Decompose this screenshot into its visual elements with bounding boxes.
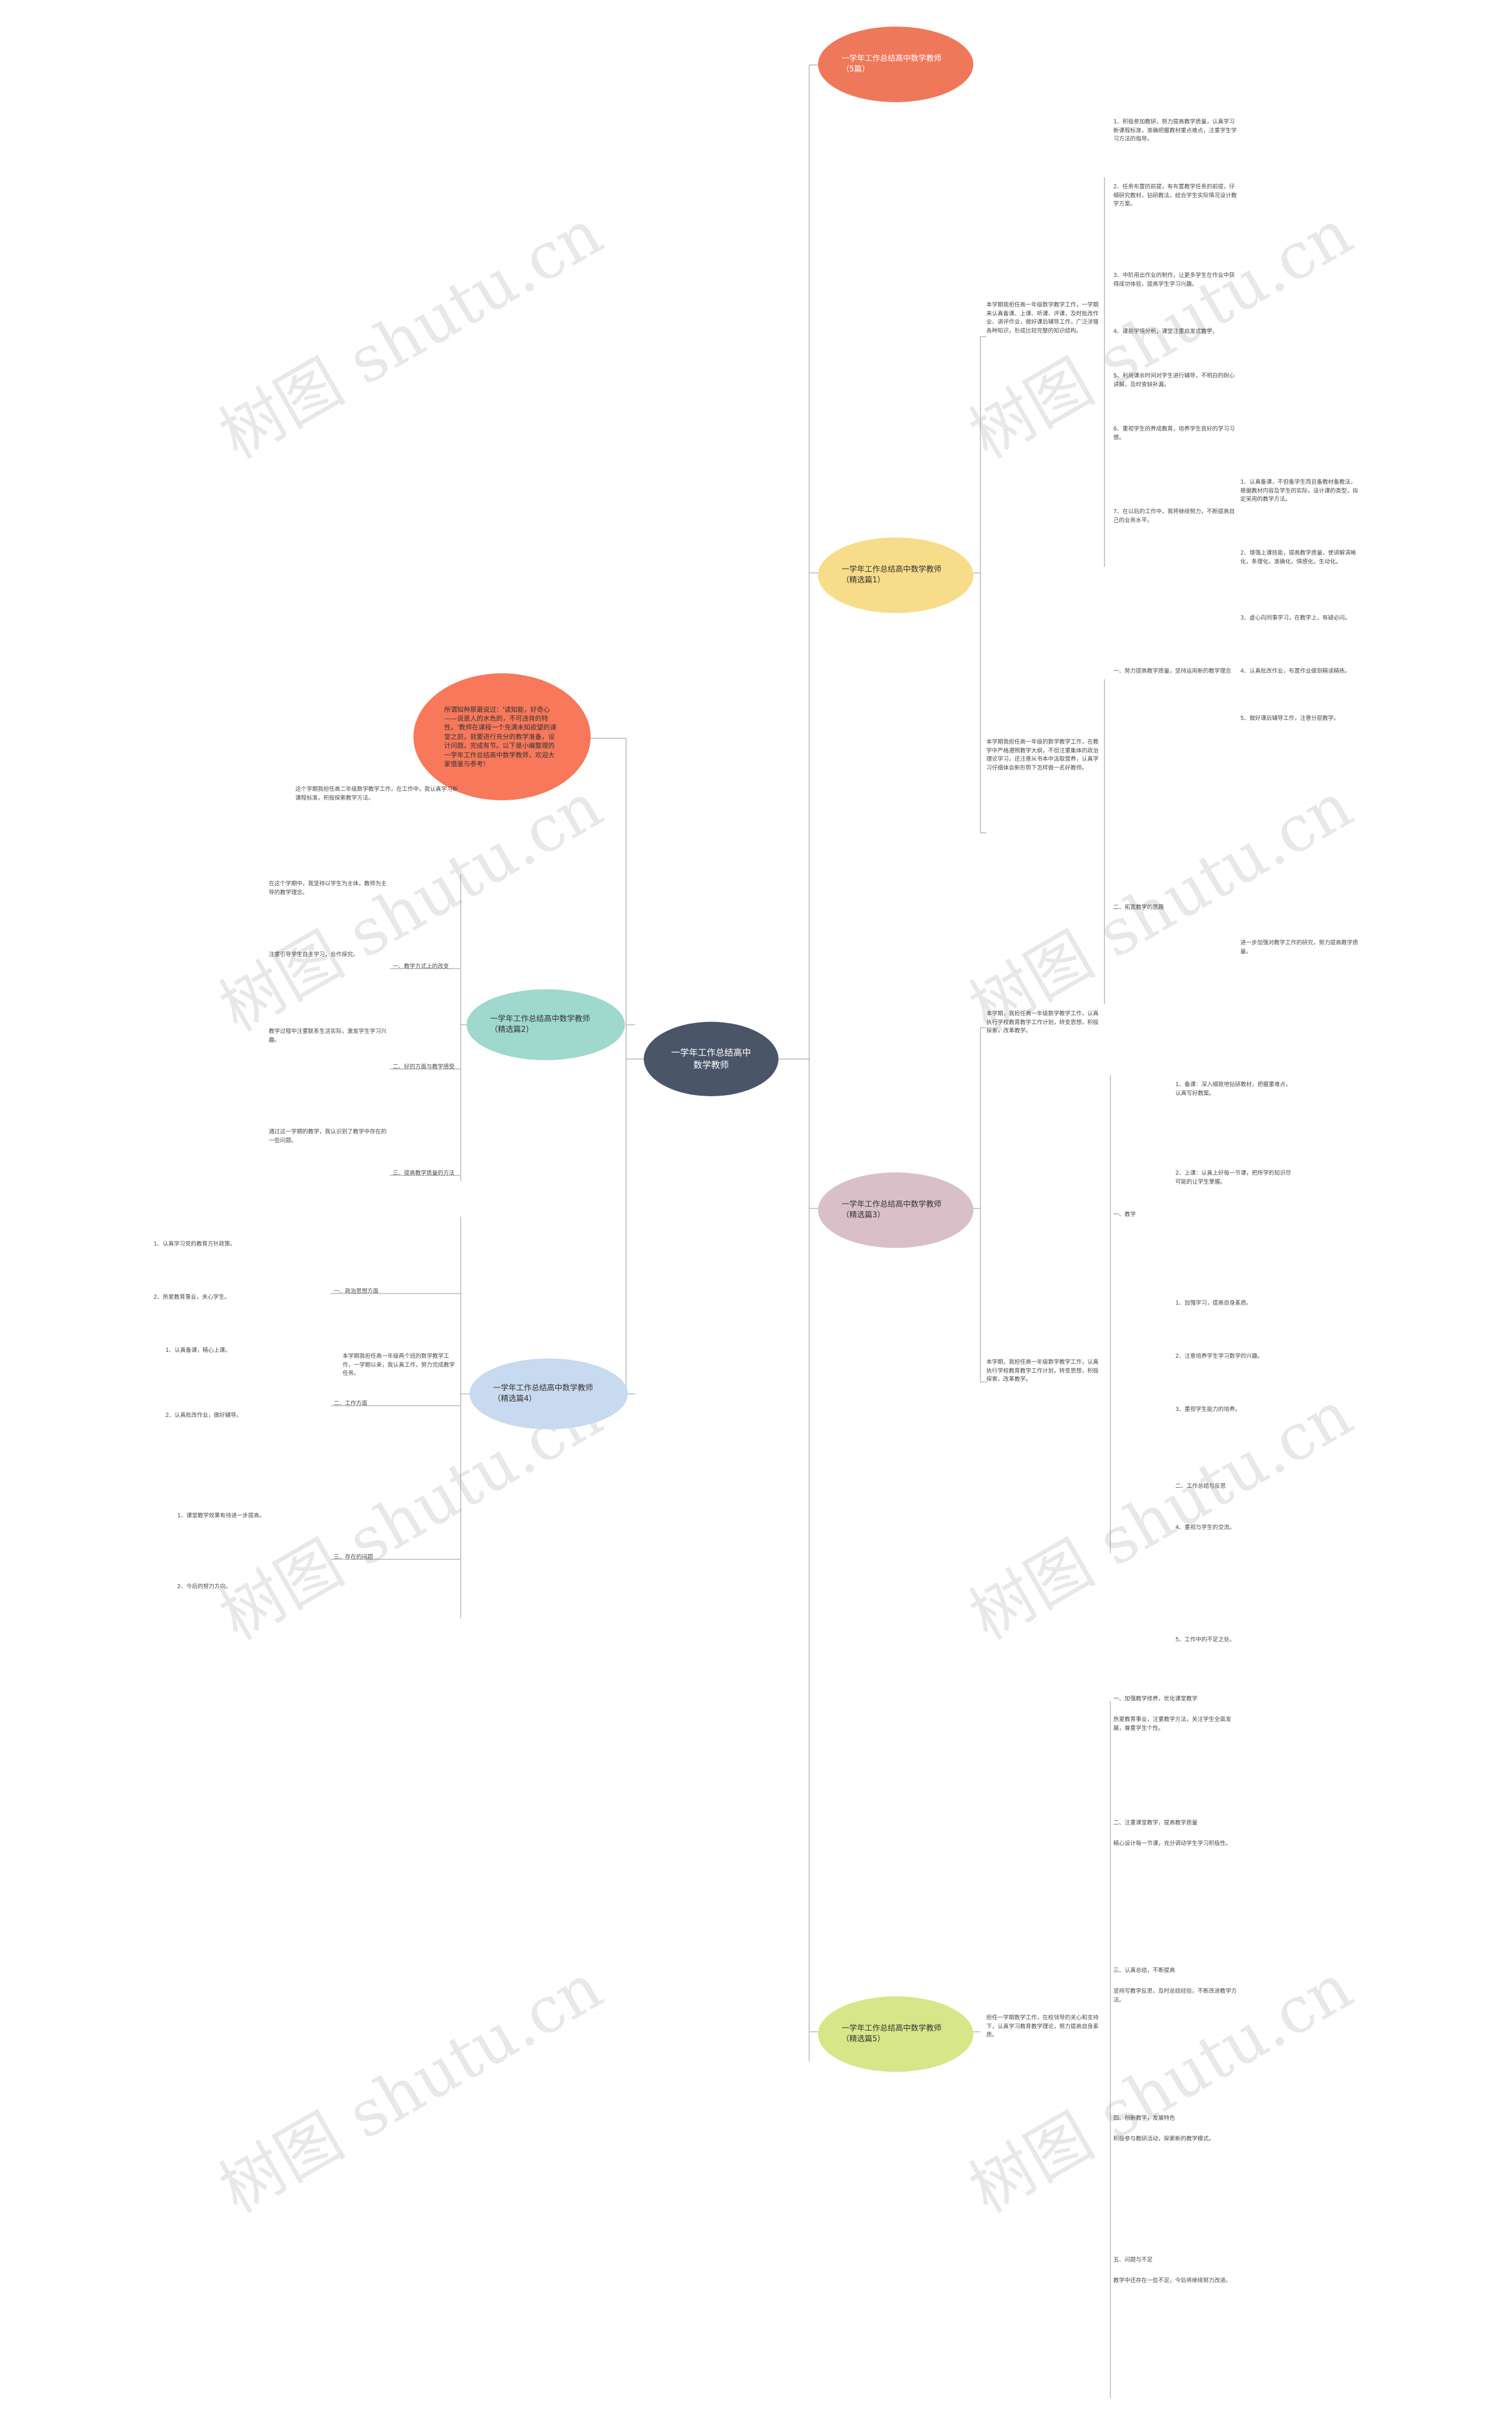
text-block: 精心设计每一节课，充分调动学生学习积极性。 xyxy=(1113,1840,1231,1847)
section-heading: 二、注重课堂教学，提高教学质量 xyxy=(1113,1820,1198,1826)
branch-label: 一学年工作总结高中数学教师（精选篇3） xyxy=(842,1200,942,1220)
text-block: 进一步加强对教学工作的研究，努力提高教学质量。 xyxy=(1240,940,1358,955)
text-block: 5、工作中的不足之处。 xyxy=(1175,1637,1236,1643)
section-heading: 一、加强教学修养，优化课堂教学 xyxy=(1113,1696,1198,1702)
text-block: 4、课前学情分析，课堂注重启发式教学。 xyxy=(1113,328,1218,335)
branch-selection-3[interactable]: 一学年工作总结高中数学教师（精选篇3） xyxy=(818,1172,973,1248)
section-heading: 二、工作方面 xyxy=(334,1400,368,1407)
section-heading: 二、好的方面与教学感受 xyxy=(393,1064,455,1070)
section-heading: 三、提高教学质量的方法 xyxy=(393,1170,455,1177)
root-title: 一学年工作总结高中数学教师 xyxy=(671,1047,751,1070)
connector-lb4-trunk xyxy=(460,1217,470,1394)
intro-node[interactable]: 所谓知种那最说过：'读知能，好奇心——说是人的水色的，不可违背的特性。'教师在课… xyxy=(413,673,591,800)
text-block: 7、在以后的工作中，我将继续努力，不断提高自己的业务水平。 xyxy=(1113,509,1235,524)
connector-b3-up xyxy=(980,1027,986,1208)
text-block: 教学过程中注重联系生活实际，激发学生学习兴趣。 xyxy=(269,1028,387,1044)
text-block: 坚持写教学反思，及时总结经验，不断改进教学方法。 xyxy=(1113,1988,1237,2003)
text-block: 本学期，我担任高一年级数学教学工作，认真执行学校教育教学工作计划，转变思想，积极… xyxy=(986,1359,1099,1383)
branch-label: 一学年工作总结高中数学教师（精选篇5） xyxy=(842,2024,942,2044)
text-block: 本学期我担任高一年级的数学教学工作，在教学中严格遵照教学大纲，不但注重集体的政治… xyxy=(986,739,1099,772)
text-block: 注重引导学生自主学习，合作探究。 xyxy=(269,952,359,958)
connector-b3-main xyxy=(973,1208,986,1383)
section-heading: 三、认真总结，不断提高 xyxy=(1113,1967,1175,1974)
section-heading: 二、工作总结与反思 xyxy=(1175,1483,1226,1490)
branch-label: 一学年工作总结高中数学教师（5篇） xyxy=(842,54,942,74)
text-block: 2、注意培养学生学习数学的兴趣。 xyxy=(1175,1353,1263,1360)
text-block: 热爱教育事业，注重教学方法，关注学生全面发展，尊重学生个性。 xyxy=(1113,1716,1231,1732)
text-block: 1、积极参加教研，努力提高教学质量，认真学习新课程标准，准确把握教材重点难点，注… xyxy=(1113,119,1237,143)
text-block: 1、认真备课，精心上课。 xyxy=(165,1347,231,1354)
section-heading: 一、教学方式上的改变 xyxy=(393,963,449,970)
text-block: 这个学期我担任高二年级数学教学工作，在工作中，我认真学习新课程标准，积极探索教学… xyxy=(295,786,458,801)
branch-label: 一学年工作总结高中数学教师（精选篇1） xyxy=(842,565,942,585)
text-block: 教学中还存在一些不足，今后将继续努力改进。 xyxy=(1113,2277,1231,2284)
connector-b2-lower xyxy=(980,573,986,833)
text-block: 积极参与教研活动，探索新的教学模式。 xyxy=(1113,2136,1215,2142)
section-heading: 一、努力提高教学质量，坚持运用新的教学理念 xyxy=(1113,668,1231,675)
text-block: 4、认真批改作业，布置作业做到精读精练。 xyxy=(1240,668,1351,675)
section-heading: 二、拓宽教学的思路 xyxy=(1113,904,1164,911)
text-block: 3、中阶用出作业的制作，让更多学生在作业中获得成功体验，提高学生学习兴趣。 xyxy=(1113,272,1235,288)
intro-text: 所谓知种那最说过：'读知能，好奇心——说是人的水色的，不可违背的特性。'教师在课… xyxy=(444,705,557,768)
text-block: 2、增强上课技能，提高教学质量，使讲解清晰化，条理化，准确化，情感化，生动化。 xyxy=(1240,550,1357,565)
text-block: 5、利用课余时间对学生进行辅导，不明白的耐心讲解，及时查缺补漏。 xyxy=(1113,373,1235,388)
text-block: 5、做好课后辅导工作，注意分层教学。 xyxy=(1240,715,1340,722)
text-block: 2、今后的努力方向。 xyxy=(177,1583,232,1590)
section-heading: 三、存在的问题 xyxy=(334,1554,373,1560)
text-block: 1、课堂教学效果有待进一步提高。 xyxy=(177,1513,265,1519)
section-heading: 一、政治思想方面 xyxy=(334,1288,379,1295)
branch-label: 一学年工作总结高中数学教师（精选篇2） xyxy=(490,1014,591,1034)
text-block: 在这个学期中，我坚持以学生为主体，教师为主导的教学理念。 xyxy=(269,881,387,896)
branch-selection-4[interactable]: 一学年工作总结高中数学教师（精选篇4） xyxy=(470,1358,628,1429)
text-block: 3、虚心向同事学习，在教学上，有疑必问。 xyxy=(1240,615,1351,621)
connector-lb2-trunk xyxy=(460,874,467,1025)
connector-b2-main xyxy=(973,336,986,574)
text-block: 2、热爱教育事业，关心学生。 xyxy=(154,1294,230,1301)
text-block: 2、上课：认真上好每一节课，把所学的知识尽可能的让学生掌握。 xyxy=(1175,1170,1292,1185)
text-block: 担任一学期数学工作，在校领导的关心和支持下，认真学习教育教学理论，努力提高自身素… xyxy=(986,2015,1099,2039)
text-block: 通过这一学期的教学，我认识到了教学中存在的一些问题。 xyxy=(269,1129,387,1144)
branch-label: 一学年工作总结高中数学教师（精选篇4） xyxy=(493,1383,594,1403)
section-heading: 一、教学 xyxy=(1113,1211,1136,1218)
branch-selection-1[interactable]: 一学年工作总结高中数学教师（精选篇1） xyxy=(818,537,973,613)
text-block: 本学期我担任高一年级两个班的数学教学工作，一学期以来，我认真工作，努力完成教学任… xyxy=(343,1353,455,1377)
branch-selection-5[interactable]: 一学年工作总结高中数学教师（精选篇5） xyxy=(818,1996,973,2072)
text-block: 6、重视学生的养成教育，培养学生良好的学习习惯。 xyxy=(1113,426,1235,441)
text-block: 1、认真学习党的教育方针政策。 xyxy=(154,1241,236,1247)
text-block: 本学期我担任高一年级数学教学工作，一学期来认真备课、上课、听课、评课，及时批改作… xyxy=(986,302,1099,335)
branch-selection-2[interactable]: 一学年工作总结高中数学教师（精选篇2） xyxy=(467,989,625,1060)
text-block: 3、重视学生能力的培养。 xyxy=(1175,1406,1241,1413)
root-node[interactable]: 一学年工作总结高中数学教师 xyxy=(644,1022,778,1096)
section-heading: 五、问题与不足 xyxy=(1113,2257,1153,2263)
text-block: 2、认真批改作业，做好辅导。 xyxy=(165,1412,242,1419)
branch-summary-5[interactable]: 一学年工作总结高中数学教师（5篇） xyxy=(818,27,973,102)
text-block: 1、认真备课，不但备学生而且备教材备教法，根据教材内容及学生的实际，设计课的类型… xyxy=(1240,479,1358,503)
text-block: 1、加强学习，提高自身素质。 xyxy=(1175,1300,1252,1306)
section-heading: 四、创新教学，发展特色 xyxy=(1113,2115,1175,2122)
text-block: 2、任务布置的前提，有布置教学任务的前提，仔细研究教材，钻研教法，结合学生实际情… xyxy=(1113,184,1237,208)
text-block: 4、重视与学生的交流。 xyxy=(1175,1524,1236,1531)
text-block: 本学期，我担任高一年级数学教学工作，认真执行学校教育教学工作计划，转变思想，积极… xyxy=(986,1011,1099,1035)
text-block: 1、备课：深入细致地钻研教材，把握重难点，认真写好教案。 xyxy=(1175,1081,1292,1097)
